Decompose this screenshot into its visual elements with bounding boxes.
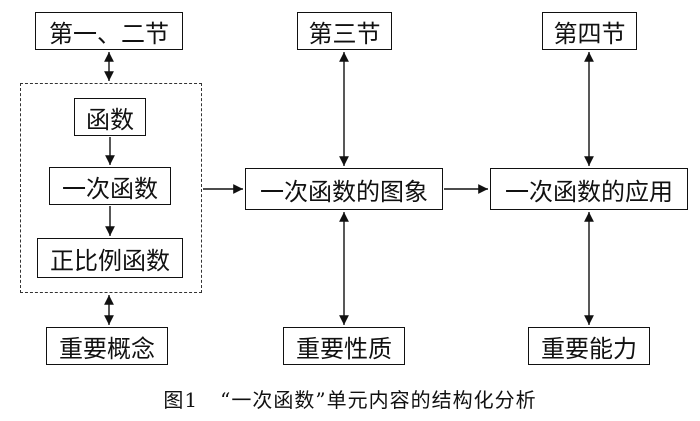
concept-group <box>20 83 202 293</box>
box-section-4: 第四节 <box>542 12 637 50</box>
box-linear-graph: 一次函数的图象 <box>245 168 443 210</box>
figure-title: “一次函数”单元内容的结构化分析 <box>220 388 537 412</box>
box-direct-proportion: 正比例函数 <box>37 238 183 278</box>
box-function: 函数 <box>74 98 146 136</box>
box-linear-application: 一次函数的应用 <box>490 168 688 210</box>
box-sections-1-2: 第一、二节 <box>35 12 183 50</box>
box-section-3: 第三节 <box>297 12 392 50</box>
box-linear-function: 一次函数 <box>49 167 171 205</box>
figure-caption: 图1 “一次函数”单元内容的结构化分析 <box>0 384 700 413</box>
box-key-abilities: 重要能力 <box>528 327 650 365</box>
box-key-properties: 重要性质 <box>283 327 405 365</box>
figure-number: 图1 <box>163 388 199 412</box>
box-key-concepts: 重要概念 <box>46 327 168 365</box>
